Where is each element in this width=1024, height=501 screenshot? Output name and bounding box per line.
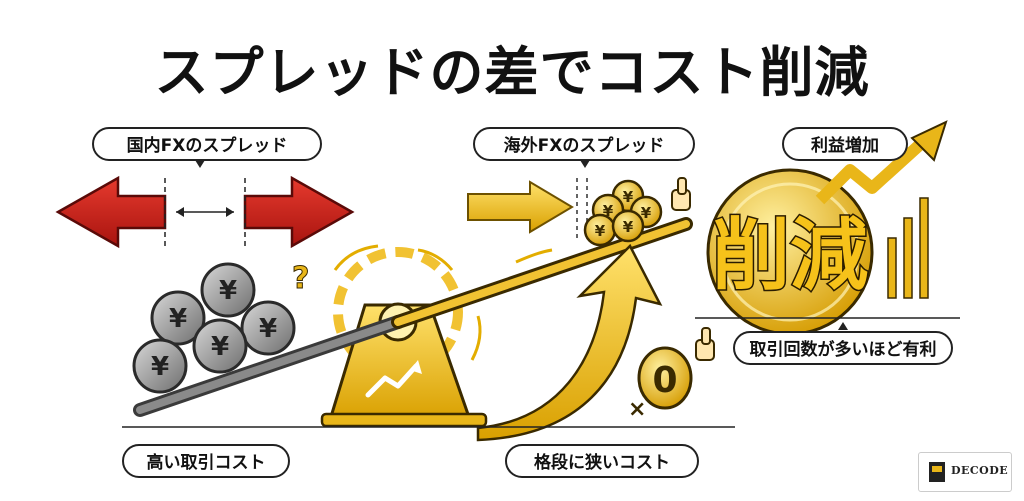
yen-coin-icon (132, 338, 188, 394)
profit-increase-label: 利益増加 (782, 127, 908, 161)
overseas-spread-arrow (467, 178, 588, 242)
high-cost-label: 高い取引コスト (122, 444, 290, 478)
reduction-text: 削減 (712, 211, 868, 301)
yen-coin-icon (200, 262, 256, 318)
coin-symbol: ¥ (623, 218, 634, 236)
coin-symbol: ¥ (169, 304, 187, 334)
domestic-spread-arrows (55, 175, 355, 250)
cross-icon: × (628, 397, 646, 422)
curve-arrow-icon (417, 248, 454, 271)
yen-coin-icon (611, 209, 645, 243)
curve-arrow-icon (470, 315, 482, 361)
logo-mark-icon (929, 462, 945, 482)
reduction-medallion: 削減 (706, 120, 948, 336)
coin-symbol: ¥ (219, 276, 237, 306)
more-trades-label: 取引回数が多いほど有利 (733, 331, 953, 365)
pill-pointer (838, 322, 848, 330)
red-arrow-left-icon (55, 175, 167, 249)
pill-pointer (580, 160, 590, 168)
yen-coin-icon (240, 300, 296, 356)
page-title: スプレッドの差でコスト削減 (154, 41, 870, 104)
coin-symbol: ¥ (595, 222, 606, 240)
thumbs-up-icon (671, 177, 691, 211)
trend-up-icon (365, 363, 419, 398)
narrow-cost-label: 格段に狭いコスト (505, 444, 699, 478)
zero-cost-coin: 0 × (628, 327, 715, 422)
yen-coin-icon (192, 318, 248, 374)
curve-arrow-icon (515, 248, 553, 264)
growth-arrow-icon (815, 135, 930, 205)
domestic-spread-label: 国内FXのスプレッド (92, 127, 322, 161)
pill-pointer (195, 160, 205, 168)
coin-symbol: ¥ (211, 332, 229, 362)
decode-logo: DECODE (918, 452, 1012, 492)
curve-arrow-icon (333, 244, 379, 271)
motion-arrows (333, 244, 553, 361)
coin-symbol: ¥ (259, 314, 277, 344)
overseas-spread-label: 海外FXのスプレッド (473, 127, 695, 161)
coin-symbol: ¥ (151, 352, 169, 382)
thumbs-up-icon (695, 327, 715, 361)
question-mark-icon: ? (292, 261, 309, 296)
yen-coin-icon (150, 290, 206, 346)
coin-symbol: ¥ (641, 204, 652, 222)
silver-coin-stack: ¥ ¥ ¥ ¥ ¥ ? (132, 261, 310, 394)
zero-symbol: 0 (652, 360, 677, 401)
coin-symbol: ¥ (603, 202, 614, 220)
logo-text: DECODE (951, 464, 1009, 477)
seesaw-beam (133, 217, 693, 417)
coin-symbol: ¥ (623, 188, 634, 206)
gold-arrow-right-icon (467, 180, 574, 234)
gold-coin-stack: ¥ ¥ ¥ ¥ ¥ (583, 177, 691, 247)
red-arrow-right-icon (243, 175, 355, 249)
big-gold-curve-arrow-icon (476, 243, 663, 442)
